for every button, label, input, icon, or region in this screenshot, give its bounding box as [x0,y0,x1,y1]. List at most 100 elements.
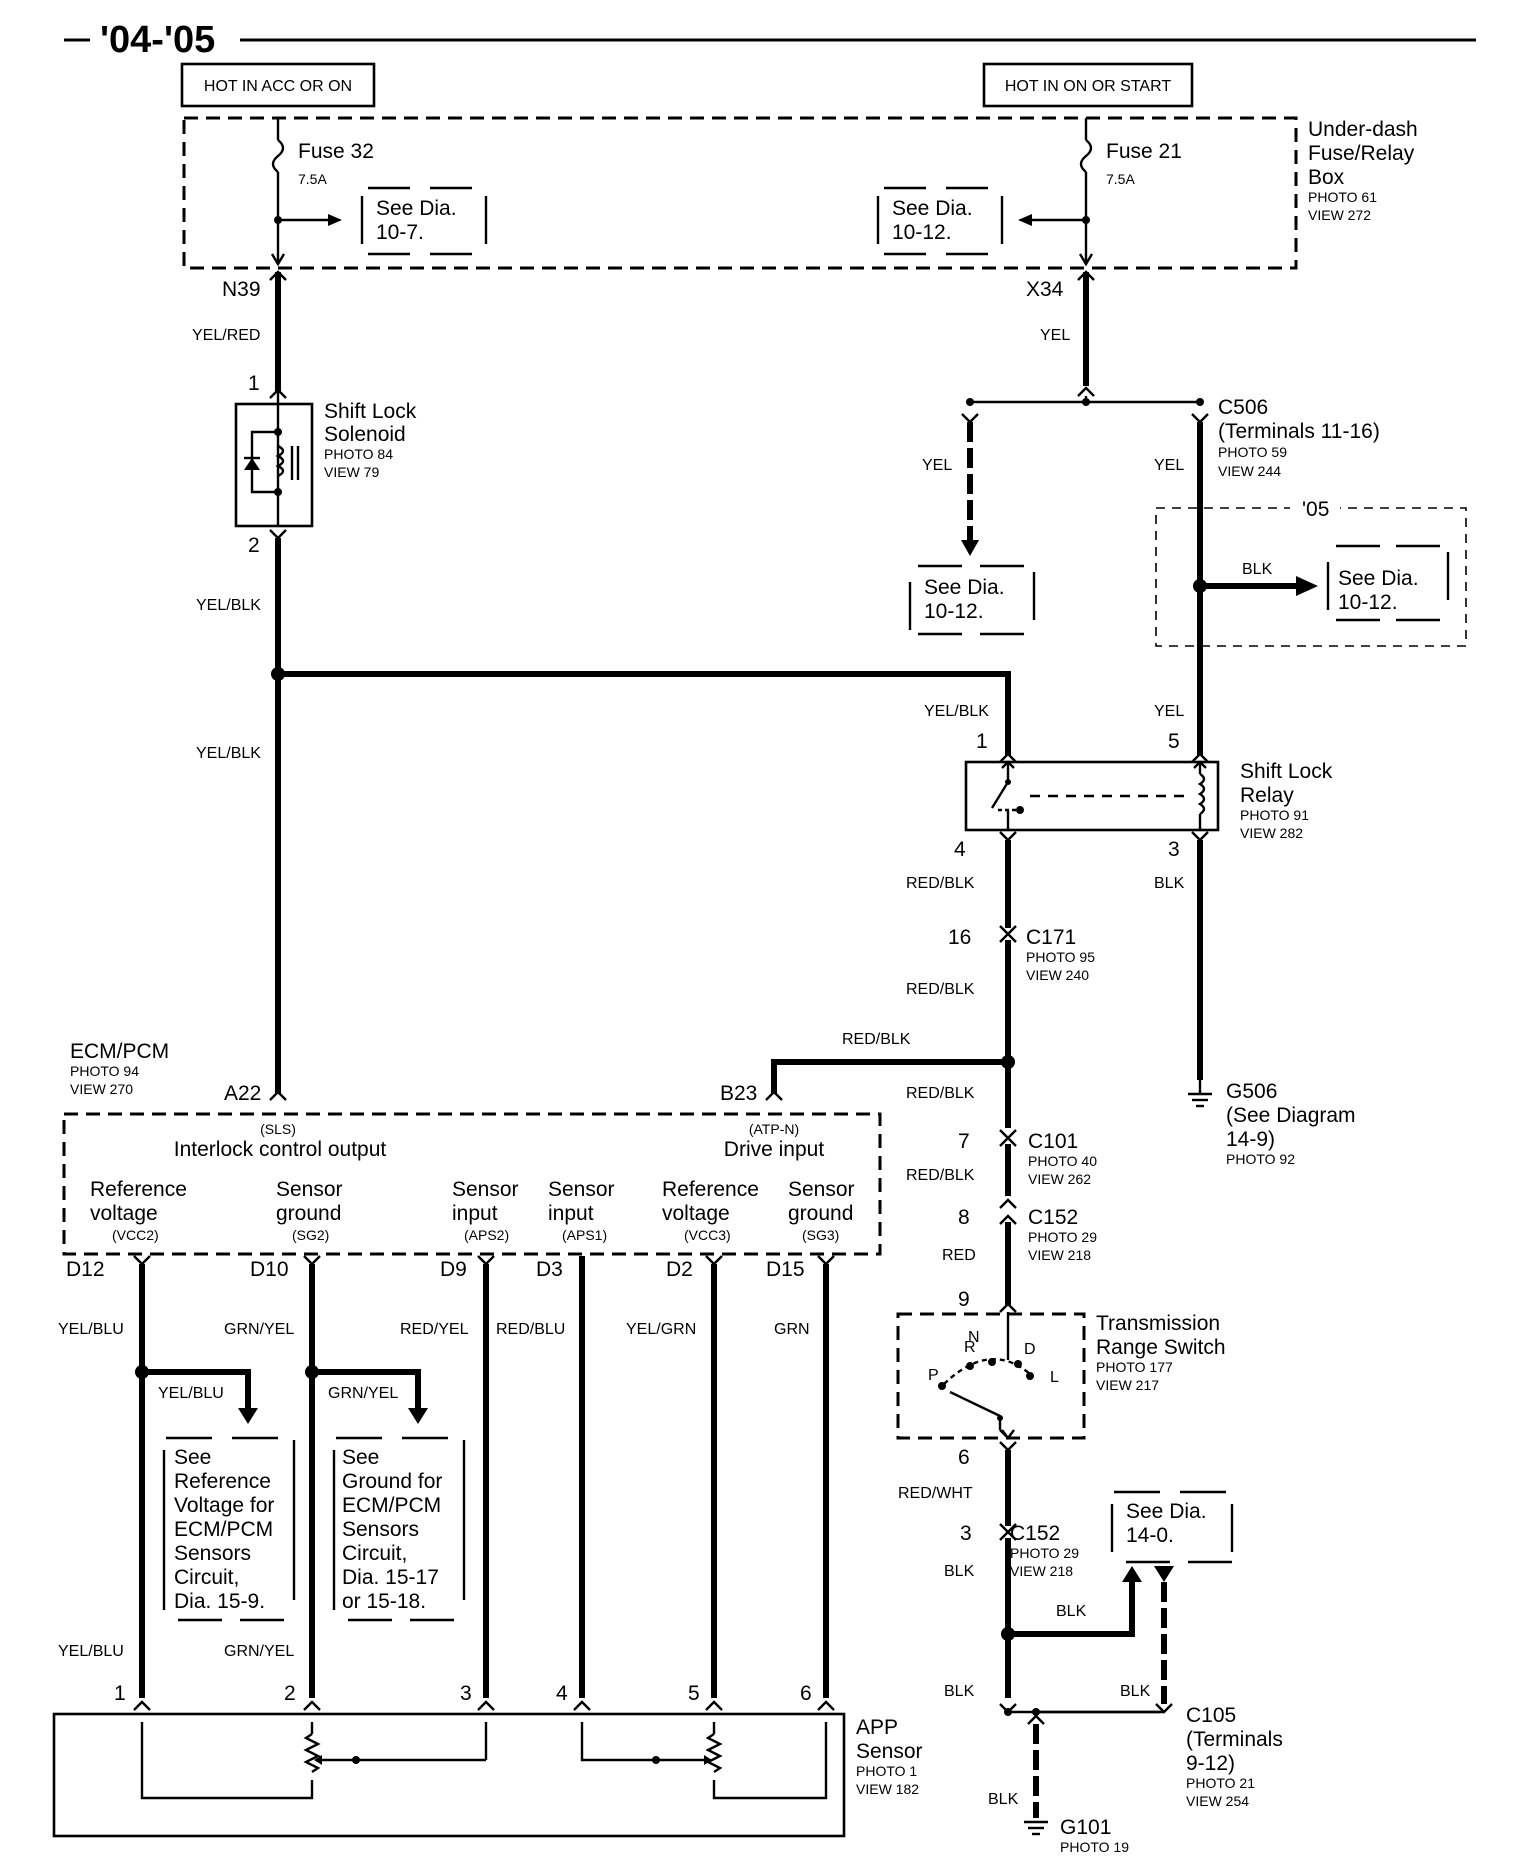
svg-text:(APS1): (APS1) [562,1227,607,1243]
svg-text:BLK: BLK [1056,1603,1087,1620]
svg-text:RED/BLK: RED/BLK [906,981,975,998]
svg-text:D2: D2 [666,1258,693,1281]
svg-text:4: 4 [556,1682,568,1705]
svg-text:RED/BLK: RED/BLK [906,875,975,892]
svg-text:3: 3 [960,1522,972,1545]
svg-text:PHOTO 19: PHOTO 19 [1060,1839,1129,1855]
svg-text:VIEW 182: VIEW 182 [856,1781,919,1797]
svg-text:See Dia.: See Dia. [1126,1500,1207,1523]
svg-text:Reference: Reference [662,1178,759,1201]
svg-text:Box: Box [1308,166,1345,189]
svg-text:C506: C506 [1218,396,1268,419]
ref-vref-note: See Reference Voltage for ECM/PCM Sensor… [162,1436,296,1622]
svg-text:ECM/PCM: ECM/PCM [70,1040,169,1063]
svg-text:BLK: BLK [988,1791,1019,1808]
svg-text:PHOTO 1: PHOTO 1 [856,1763,917,1779]
svg-text:2: 2 [248,534,260,557]
svg-text:1: 1 [114,1682,126,1705]
svg-text:input: input [452,1202,498,1225]
svg-text:VIEW 272: VIEW 272 [1308,207,1371,223]
shift-lock-solenoid: Shift Lock Solenoid PHOTO 84 VIEW 79 [234,390,417,528]
ref-dia-10-7: See Dia. 10-7. [360,186,488,256]
svg-text:(VCC2): (VCC2) [112,1227,159,1243]
svg-text:D12: D12 [66,1258,105,1281]
svg-text:BLK: BLK [1242,561,1273,578]
svg-text:Range Switch: Range Switch [1096,1336,1226,1359]
wire-blk-g506: 3 BLK [1154,831,1212,1108]
svg-text:PHOTO 177: PHOTO 177 [1096,1359,1173,1375]
svg-text:C152: C152 [1010,1522,1060,1545]
svg-text:9: 9 [958,1288,970,1311]
svg-text:BLK: BLK [944,1683,975,1700]
svg-text:RED: RED [942,1247,976,1264]
svg-text:YEL/GRN: YEL/GRN [626,1321,696,1338]
svg-text:See Dia.: See Dia. [924,576,1005,599]
svg-text:YEL: YEL [1040,327,1070,344]
svg-text:Solenoid: Solenoid [324,423,406,446]
connector-c506: C506 (Terminals 11-16) PHOTO 59 VIEW 244… [1154,396,1380,763]
svg-text:See Dia.: See Dia. [1338,567,1419,590]
svg-text:VIEW 254: VIEW 254 [1186,1793,1249,1809]
app-sensor: 1 2 3 4 5 6 APP Sensor PHOTO 1 VIEW 182 [52,1682,923,1838]
svg-text:See Dia.: See Dia. [376,197,457,220]
svg-text:YEL/BLK: YEL/BLK [196,597,261,614]
svg-text:RED/WHT: RED/WHT [898,1485,973,1502]
fuse-21: Fuse 21 7.5A [1018,118,1182,267]
svg-text:YEL/BLK: YEL/BLK [924,703,989,720]
svg-text:Sensor: Sensor [452,1178,519,1201]
svg-text:10-7.: 10-7. [376,221,424,244]
svg-text:(SLS): (SLS) [260,1121,296,1137]
svg-text:PHOTO 91: PHOTO 91 [1240,807,1309,823]
svg-text:RED/BLK: RED/BLK [906,1167,975,1184]
svg-text:2: 2 [284,1682,296,1705]
svg-text:Dia. 15-9.: Dia. 15-9. [174,1590,265,1613]
svg-text:D: D [1024,1341,1036,1358]
svg-text:5: 5 [688,1682,700,1705]
svg-text:D9: D9 [440,1258,467,1281]
svg-text:GRN/YEL: GRN/YEL [328,1385,398,1402]
svg-text:PHOTO 59: PHOTO 59 [1218,444,1287,460]
svg-text:PHOTO 40: PHOTO 40 [1028,1153,1097,1169]
svg-text:ground: ground [276,1202,341,1225]
svg-text:Sensors: Sensors [342,1518,419,1541]
svg-text:VIEW 217: VIEW 217 [1096,1377,1159,1393]
page-title: '04-'05 [100,19,215,61]
svg-text:voltage: voltage [90,1202,158,1225]
svg-text:VIEW 282: VIEW 282 [1240,825,1303,841]
svg-text:Fuse 21: Fuse 21 [1106,140,1182,163]
svg-text:PHOTO 92: PHOTO 92 [1226,1151,1295,1167]
svg-text:G101: G101 [1060,1816,1111,1839]
svg-text:BLK: BLK [1120,1683,1151,1700]
svg-text:Relay: Relay [1240,784,1294,807]
svg-text:Reference: Reference [90,1178,187,1201]
svg-text:input: input [548,1202,594,1225]
svg-text:YEL: YEL [1154,457,1184,474]
svg-text:G506: G506 [1226,1080,1277,1103]
svg-text:8: 8 [958,1206,970,1229]
svg-text:Dia. 15-17: Dia. 15-17 [342,1566,439,1589]
svg-text:D3: D3 [536,1258,563,1281]
svg-text:VIEW 262: VIEW 262 [1028,1171,1091,1187]
svg-text:14-0.: 14-0. [1126,1524,1174,1547]
svg-text:Drive input: Drive input [724,1138,825,1161]
svg-text:(Terminals 11-16): (Terminals 11-16) [1218,420,1380,443]
svg-text:Shift Lock: Shift Lock [324,400,417,423]
svg-text:VIEW 79: VIEW 79 [324,464,379,480]
svg-text:VIEW 218: VIEW 218 [1010,1563,1073,1579]
svg-text:VIEW 218: VIEW 218 [1028,1247,1091,1263]
svg-text:3: 3 [460,1682,472,1705]
svg-text:D10: D10 [250,1258,289,1281]
svg-text:See: See [174,1446,211,1469]
terminal-x34: X34 [1026,278,1064,301]
svg-text:or 15-18.: or 15-18. [342,1590,426,1613]
ref-ground-note: See Ground for ECM/PCM Sensors Circuit, … [332,1436,466,1622]
svg-text:Sensor: Sensor [788,1178,855,1201]
svg-text:N: N [968,1329,980,1346]
svg-text:Fuse 32: Fuse 32 [298,140,374,163]
svg-text:GRN/YEL: GRN/YEL [224,1643,294,1660]
svg-text:ground: ground [788,1202,853,1225]
svg-text:B23: B23 [720,1082,757,1105]
power-label-start: HOT IN ON OR START [982,62,1194,108]
wire-yel-blk-relay: YEL/BLK 1 [278,671,1017,763]
